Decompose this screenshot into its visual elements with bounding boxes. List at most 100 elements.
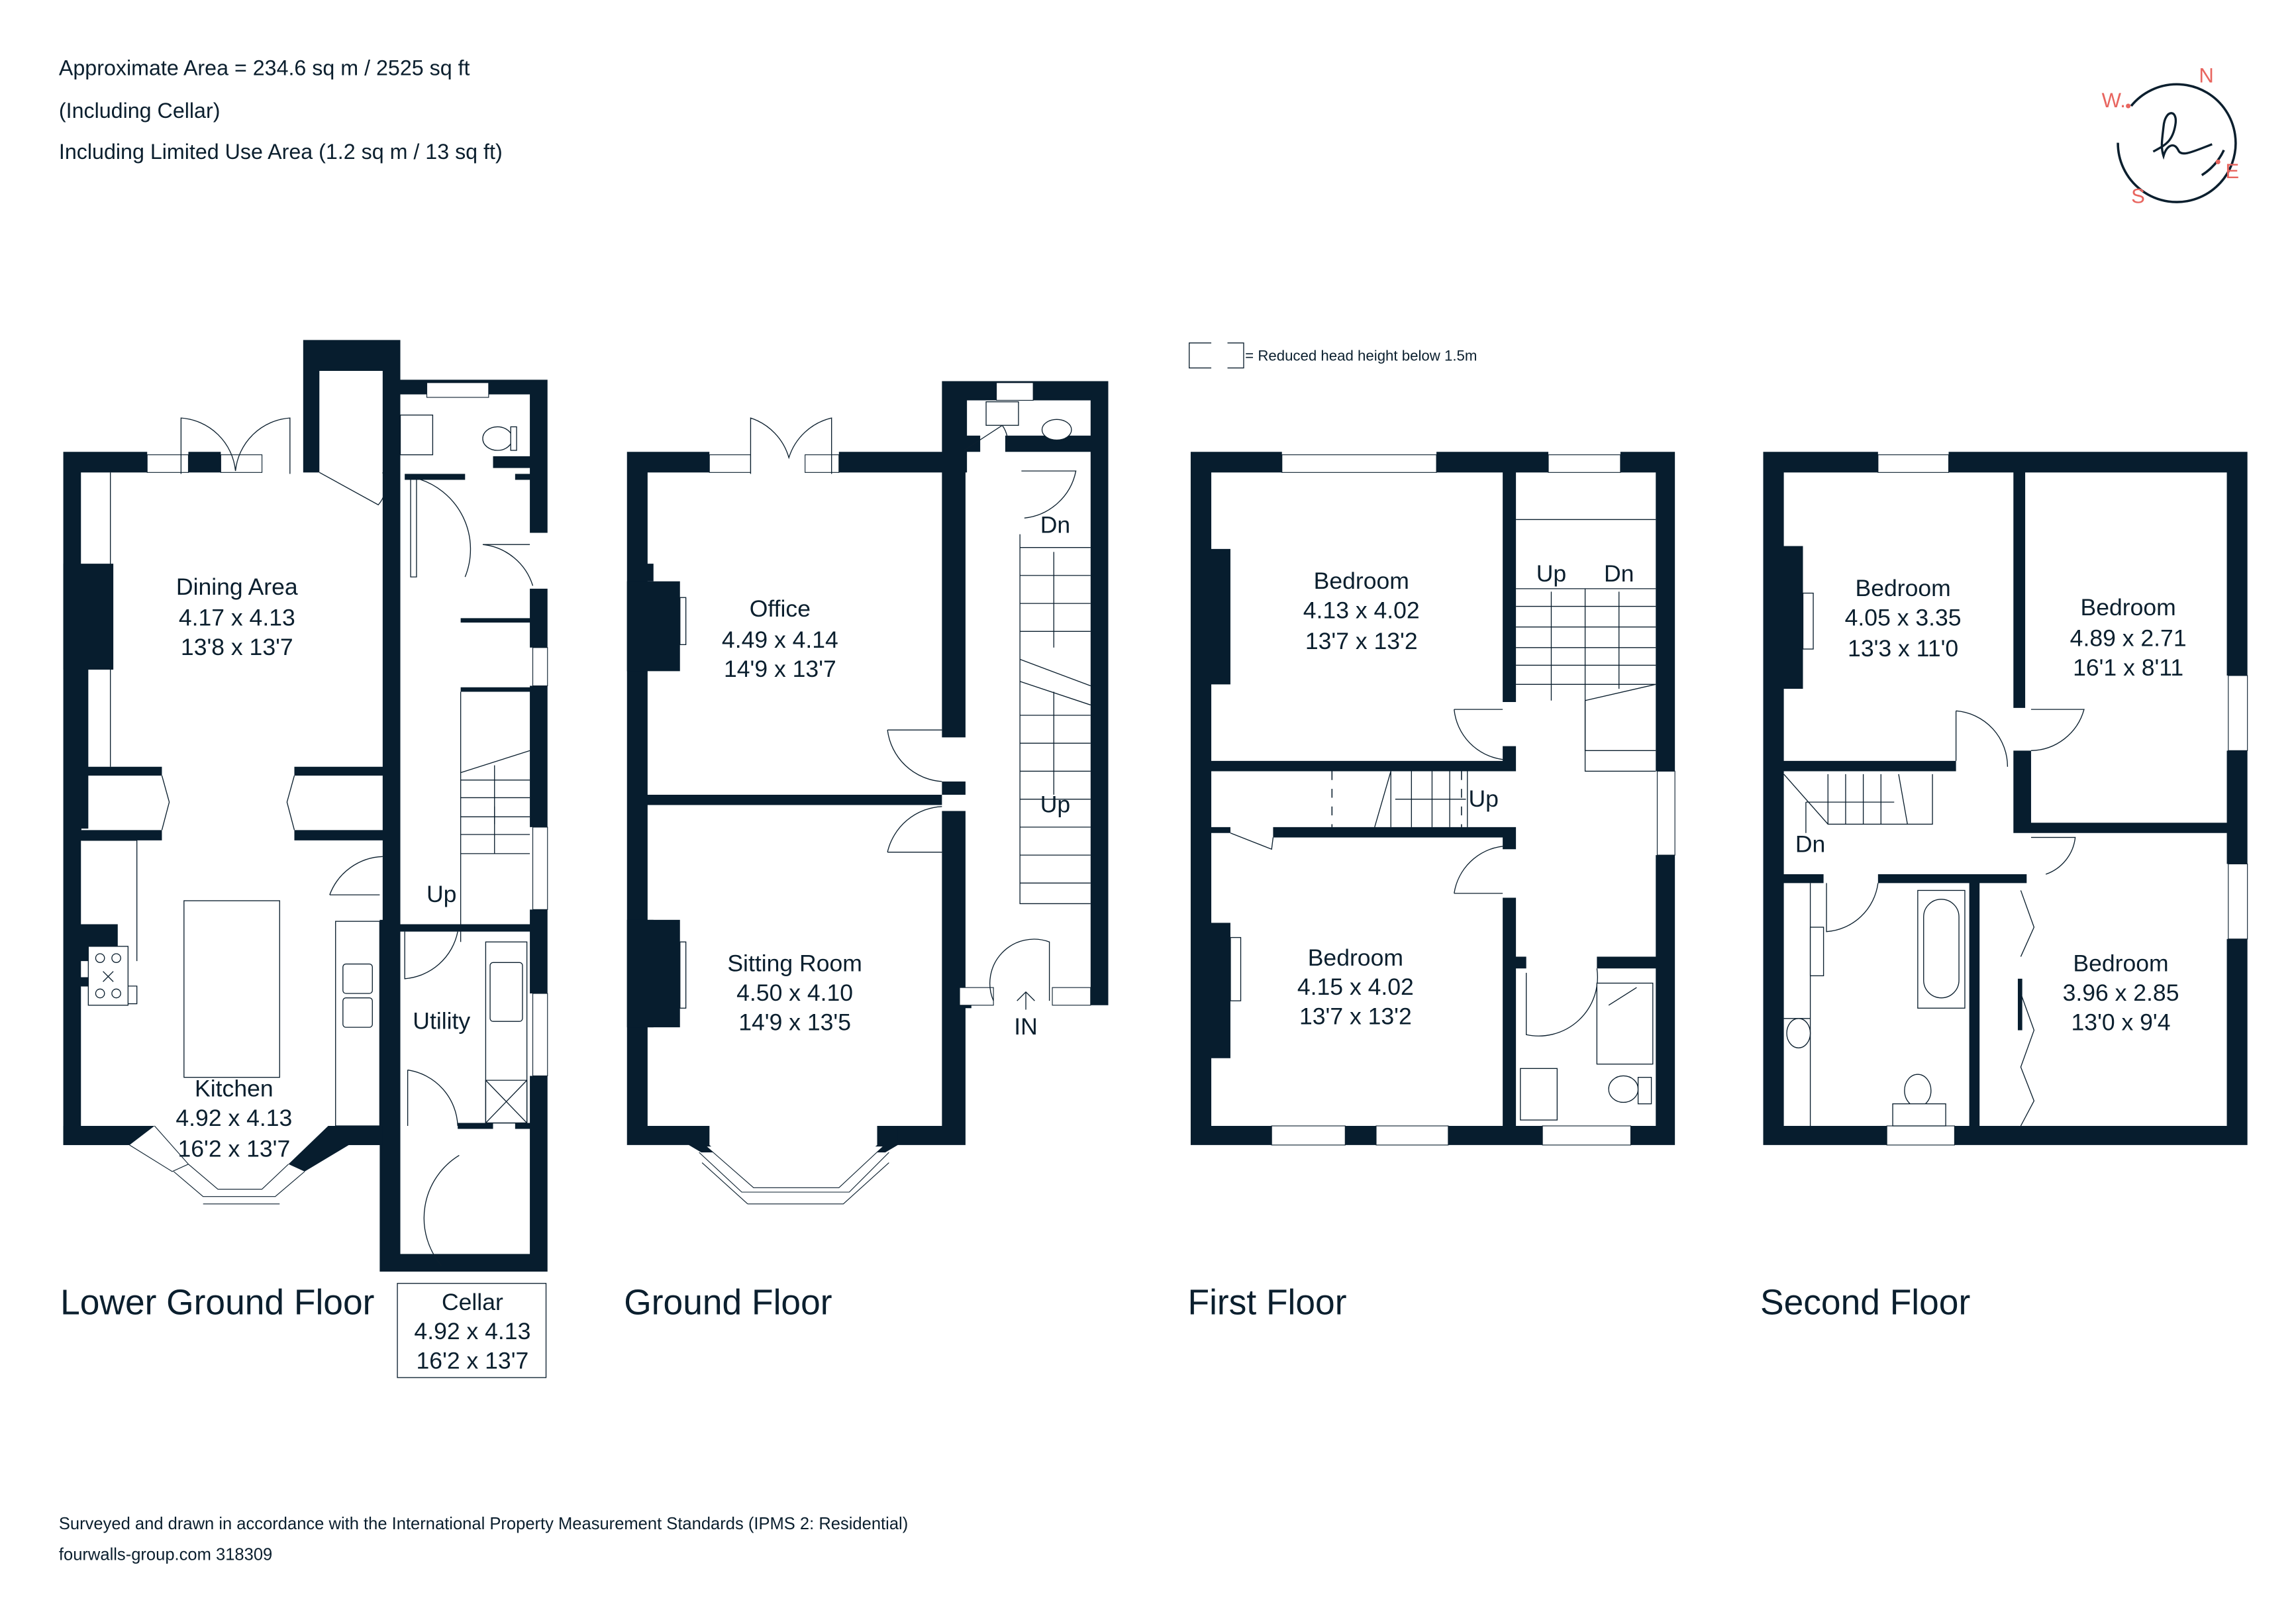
room-name: Office <box>750 595 811 622</box>
room-label-dining: Dining Area 4.17 x 4.13 13'8 x 13'7 <box>176 574 298 660</box>
lg-wc-fittings-icon <box>399 415 517 456</box>
lg-door-swing-icon <box>319 472 386 506</box>
first-floor: Up Dn Up Bedroom 4.13 x 4.02 13'7 x 13'2… <box>1188 452 1675 1322</box>
gf-chimney-breast <box>626 581 680 1028</box>
room-imperial: 13'8 x 13'7 <box>181 634 293 660</box>
gf-front-window-left <box>959 987 994 1006</box>
room-metric: 4.15 x 4.02 <box>1297 974 1414 1000</box>
room-label-ff-bedroom-2: Bedroom 4.15 x 4.02 13'7 x 13'2 <box>1297 944 1414 1030</box>
room-name: Sitting Room <box>727 950 862 977</box>
legend-reduced-head-height: = Reduced head height below 1.5m <box>1189 342 1477 369</box>
ff-bath-door-swing-icon <box>1525 968 1598 1036</box>
room-name: Kitchen <box>195 1076 274 1102</box>
sf-bathroom-fittings-icon <box>1783 883 1966 1127</box>
compass-east: E <box>2225 160 2239 183</box>
room-label-ff-bedroom-1: Bedroom 4.13 x 4.02 13'7 x 13'2 <box>1303 568 1420 654</box>
lg-sink-bowl-1-icon <box>342 963 373 994</box>
lg-side-window-3 <box>532 993 548 1077</box>
gf-bay-window <box>699 1146 889 1205</box>
gf-entrance-door-swing-icon <box>989 938 1050 1001</box>
lg-window-rear-left <box>146 454 189 473</box>
lg-door-swing-icon <box>410 474 472 578</box>
lg-window-rear-right <box>220 454 263 473</box>
sf-wardrobe-doors-icon <box>2017 890 2035 1127</box>
area-line: Approximate Area = 234.6 sq m / 2525 sq … <box>59 56 470 79</box>
gf-door-swing-icon <box>887 729 942 782</box>
ff-bath-fittings-icon <box>1520 1068 1652 1121</box>
ff-front-window-2 <box>1375 1125 1449 1146</box>
room-imperial: 14'9 x 13'7 <box>724 656 836 682</box>
gf-hearth-office <box>679 597 687 645</box>
lg-staircase <box>460 691 530 942</box>
ff-cupboard-door-swing-icon <box>1230 833 1274 850</box>
ground-floor: Dn Up IN Office 4.49 x 4.14 14'9 x 13'7 … <box>624 381 1109 1322</box>
room-imperial: 13'7 x 13'2 <box>1305 628 1418 654</box>
gf-cupboard-door-swing-icon <box>1021 470 1077 519</box>
floor-title-second: Second Floor <box>1760 1283 1970 1322</box>
ff-stairs-down-label: Dn <box>1604 560 1634 587</box>
gf-door-swing-icon <box>887 806 942 853</box>
ff-staircase-main <box>1516 519 1656 772</box>
room-name: Bedroom <box>2073 950 2168 977</box>
lg-side-window-2 <box>532 827 548 910</box>
floor-title-ground: Ground Floor <box>624 1283 832 1322</box>
lg-cellar-door-swing-icon <box>423 1154 460 1266</box>
ff-front-window-3 <box>1542 1125 1632 1146</box>
room-name: Cellar <box>442 1289 503 1315</box>
ff-staircase-secondary <box>1331 771 1468 828</box>
logo-h-glyph-icon <box>2152 112 2213 160</box>
room-metric: 4.05 x 3.35 <box>1845 604 1962 631</box>
ff-window-rear-landing <box>1548 454 1621 473</box>
room-label-sf-bedroom-2: Bedroom 4.89 x 2.71 16'1 x 8'11 <box>2070 594 2187 681</box>
ff-side-window <box>1656 770 1675 856</box>
lg-hob-icon <box>87 946 129 1006</box>
lg-appliance-icon <box>485 1080 528 1124</box>
compass-south: S <box>2131 185 2145 208</box>
floor-title-lower-ground: Lower Ground Floor <box>60 1283 374 1322</box>
gf-stairs-up-label: Up <box>1040 791 1070 818</box>
ff-stairs-up-label: Up <box>1536 560 1566 587</box>
room-label-utility: Utility <box>413 1007 470 1034</box>
room-imperial: 16'1 x 8'11 <box>2073 654 2183 681</box>
second-floor: Dn Bedroom 4.05 x 3.35 13'3 x 11'0 Bedro… <box>1760 452 2248 1322</box>
compass-east-dot-icon <box>2215 159 2221 164</box>
room-name: Bedroom <box>1308 944 1403 971</box>
room-label-cellar: Cellar 4.92 x 4.13 16'2 x 13'7 <box>397 1283 547 1378</box>
room-metric: 4.92 x 4.13 <box>414 1318 530 1344</box>
ff-shower-icon <box>1596 982 1654 1065</box>
lg-sink-bowl-2-icon <box>342 997 373 1028</box>
room-imperial: 16'2 x 13'7 <box>178 1136 291 1162</box>
room-name: Bedroom <box>2081 594 2176 621</box>
legend-text: = Reduced head height below 1.5m <box>1245 347 1477 364</box>
room-metric: 4.89 x 2.71 <box>2070 625 2187 652</box>
room-metric: 4.17 x 4.13 <box>179 604 295 631</box>
sf-door-swing-icon <box>2030 836 2076 875</box>
sf-window-rear <box>1877 454 1950 473</box>
sf-door-swing-icon <box>1955 710 2009 767</box>
gf-window-rear-right <box>805 454 840 473</box>
ff-stairs-up2-label: Up <box>1468 785 1498 812</box>
room-label-sitting-room: Sitting Room 4.50 x 4.10 14'9 x 13'5 <box>727 950 862 1036</box>
sf-staircase <box>1783 774 1933 833</box>
room-metric: 4.49 x 4.14 <box>722 627 838 653</box>
ff-hearth <box>1230 936 1242 1001</box>
room-imperial: 13'3 x 11'0 <box>1848 635 1958 662</box>
room-label-sf-bedroom-3: Bedroom 3.96 x 2.85 13'0 x 9'4 <box>2063 950 2179 1036</box>
lg-side-window-1 <box>532 647 548 687</box>
lg-wc-window <box>426 382 489 398</box>
room-imperial: 16'2 x 13'7 <box>417 1348 529 1374</box>
room-metric: 4.92 x 4.13 <box>175 1105 292 1131</box>
lg-chimney-breast <box>63 564 114 670</box>
room-name: Bedroom <box>1855 575 1950 601</box>
gf-wc-window <box>996 382 1034 401</box>
sf-bath-door-swing-icon <box>1826 883 1879 933</box>
reference-code: fourwalls-group.com 318309 <box>59 1546 272 1564</box>
sf-bathroom-window <box>1886 1125 1955 1146</box>
gf-wc-fittings-icon <box>985 401 1072 441</box>
floor-title-first: First Floor <box>1188 1283 1347 1322</box>
gf-stairs-down-label: Dn <box>1040 511 1070 538</box>
gf-french-doors-icon <box>750 417 832 474</box>
room-name: Dining Area <box>176 574 298 600</box>
room-label-kitchen: Kitchen 4.92 x 4.13 16'2 x 13'7 <box>175 1076 292 1162</box>
